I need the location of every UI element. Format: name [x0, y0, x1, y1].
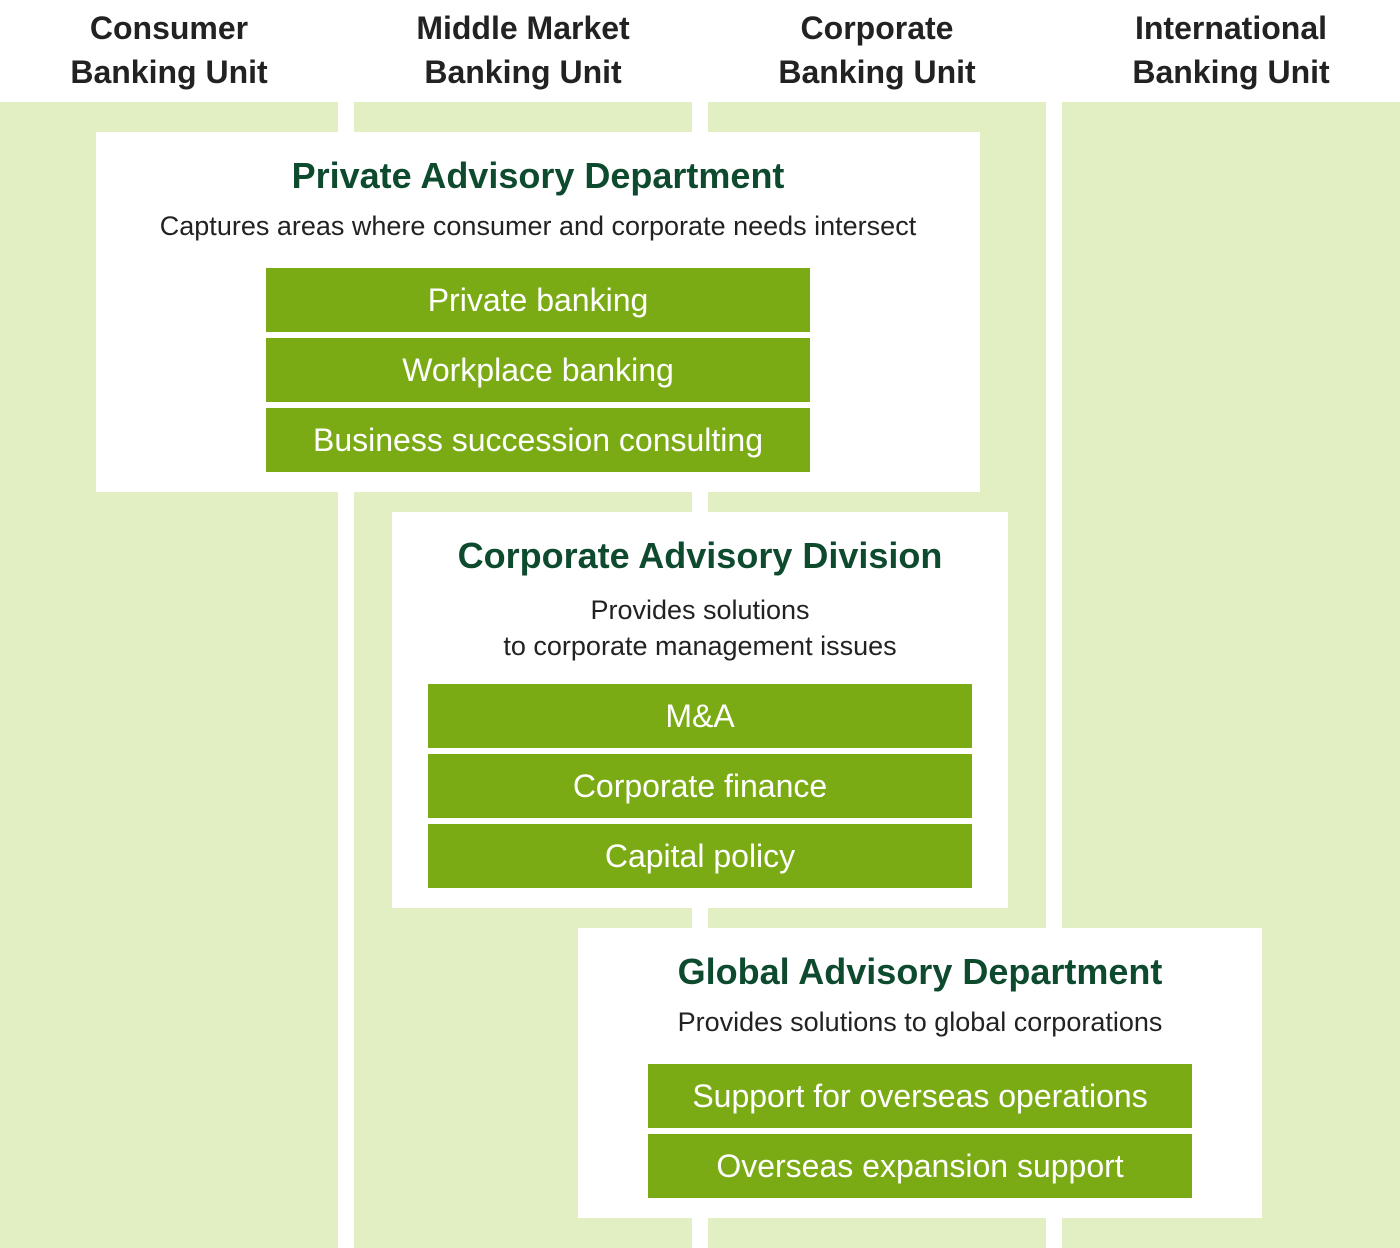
header-line: Banking Unit — [778, 54, 976, 90]
column-header-international: International Banking Unit — [1054, 6, 1400, 94]
private-advisory-description: Captures areas where consumer and corpor… — [159, 211, 917, 241]
global-advisory-items: Support for overseas operations Overseas… — [648, 1064, 1192, 1198]
column-header-consumer: Consumer Banking Unit — [0, 6, 346, 94]
list-item: Capital policy — [428, 824, 972, 888]
description-line: Provides solutions — [590, 595, 810, 625]
corporate-advisory-box: Corporate Advisory Division Provides sol… — [392, 512, 1008, 908]
global-advisory-title: Global Advisory Department — [677, 951, 1163, 992]
header-line: Banking Unit — [1132, 54, 1330, 90]
description-line: to corporate management issues — [503, 631, 897, 661]
header-line: Banking Unit — [70, 54, 268, 90]
private-advisory-items: Private banking Workplace banking Busine… — [266, 268, 810, 472]
list-item: Workplace banking — [266, 338, 810, 402]
list-item: Overseas expansion support — [648, 1134, 1192, 1198]
list-item: Corporate finance — [428, 754, 972, 818]
list-item: M&A — [428, 684, 972, 748]
column-header-corporate: Corporate Banking Unit — [700, 6, 1054, 94]
header-line: Corporate — [800, 10, 954, 46]
corporate-advisory-title: Corporate Advisory Division — [457, 535, 943, 576]
header-line: Banking Unit — [424, 54, 622, 90]
header-line: Middle Market — [416, 10, 630, 46]
private-advisory-title: Private Advisory Department — [291, 155, 785, 196]
column-header-middle-market: Middle Market Banking Unit — [346, 6, 700, 94]
global-advisory-box: Global Advisory Department Provides solu… — [578, 928, 1262, 1218]
corporate-advisory-items: M&A Corporate finance Capital policy — [428, 684, 972, 888]
list-item: Private banking — [266, 268, 810, 332]
header-line: International — [1134, 10, 1327, 46]
global-advisory-description: Provides solutions to global corporation… — [677, 1007, 1163, 1037]
header-line: Consumer — [89, 10, 249, 46]
list-item: Business succession consulting — [266, 408, 810, 472]
corporate-advisory-description: Provides solutions to corporate manageme… — [392, 592, 1008, 664]
list-item: Support for overseas operations — [648, 1064, 1192, 1128]
private-advisory-box: Private Advisory Department Captures are… — [96, 132, 980, 492]
